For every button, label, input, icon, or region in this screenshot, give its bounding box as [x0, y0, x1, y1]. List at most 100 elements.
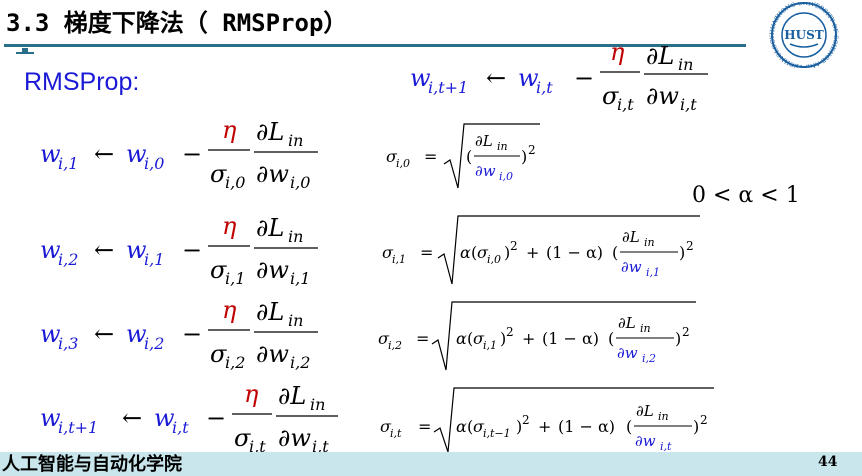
- svg-text:∂w: ∂w: [617, 344, 638, 362]
- svg-text:∂w: ∂w: [475, 162, 496, 180]
- svg-text:i,t: i,t: [312, 437, 329, 452]
- svg-text:(: (: [466, 147, 472, 166]
- svg-text:): ): [504, 243, 510, 262]
- svg-text:i,0: i,0: [144, 154, 164, 173]
- svg-text:α: α: [456, 329, 467, 348]
- svg-text:(: (: [467, 417, 473, 436]
- svg-text:∂w: ∂w: [256, 340, 289, 368]
- sigma-formula-step-t: σ i,t = α ( σ i,t−1 ) 2 + (1 − α) ( ∂L i…: [380, 387, 714, 452]
- svg-text:): ): [516, 417, 522, 436]
- svg-text:w: w: [126, 320, 147, 348]
- svg-text:∂w: ∂w: [256, 256, 289, 284]
- svg-text:2: 2: [510, 239, 518, 253]
- svg-text:w: w: [410, 64, 431, 92]
- sigma-formula-step-1: σ i,0 = ( ∂L in ∂w i,0 ) 2: [386, 123, 540, 189]
- svg-text:∂L: ∂L: [278, 382, 306, 410]
- svg-text:+: +: [522, 329, 535, 348]
- svg-text:i,0: i,0: [290, 173, 310, 192]
- svg-text:i,t+1: i,t+1: [58, 418, 98, 437]
- svg-text:i,2: i,2: [642, 352, 656, 365]
- svg-text:in: in: [288, 311, 303, 330]
- svg-text:i,2: i,2: [225, 353, 245, 372]
- svg-text:i,t: i,t: [617, 95, 634, 114]
- update-formula-step-2: w i,2 ← w i,1 − η σ i,1 ∂L in ∂w i,1: [40, 212, 318, 288]
- svg-text:σ: σ: [602, 82, 619, 110]
- svg-text:=: =: [418, 417, 431, 436]
- svg-text:i,2: i,2: [388, 339, 402, 352]
- svg-text:): ): [521, 147, 527, 166]
- svg-text:2: 2: [522, 413, 530, 427]
- general-update-formula: w i,t+1 ← w i,t − η σ i,t ∂L in ∂w i,t: [410, 38, 708, 114]
- svg-text:i,t: i,t: [680, 95, 697, 114]
- svg-text:←: ←: [486, 64, 506, 92]
- svg-text:σ: σ: [234, 424, 251, 452]
- svg-text:i,2: i,2: [290, 353, 310, 372]
- svg-text:∂L: ∂L: [256, 298, 284, 326]
- update-formula-step-1: w i,1 ← w i,0 − η σ i,0 ∂L in ∂w i,0: [40, 116, 318, 192]
- svg-text:i,1: i,1: [646, 266, 660, 279]
- svg-text:i,2: i,2: [58, 250, 78, 269]
- svg-text:∂w: ∂w: [635, 432, 656, 450]
- svg-text:σ: σ: [210, 160, 227, 188]
- svg-text:+: +: [526, 243, 539, 262]
- svg-text:∂L: ∂L: [646, 42, 674, 70]
- svg-text:=: =: [420, 243, 433, 262]
- svg-text:σ: σ: [210, 340, 227, 368]
- svg-text:w: w: [40, 404, 61, 432]
- svg-text:−: −: [182, 236, 202, 264]
- svg-text:∂w: ∂w: [256, 160, 289, 188]
- svg-text:+: +: [538, 417, 551, 436]
- svg-text:σ: σ: [386, 147, 398, 166]
- svg-text:−: −: [206, 404, 226, 432]
- svg-text:=: =: [424, 147, 437, 166]
- svg-text:): ): [500, 329, 506, 348]
- sigma-formula-step-2: σ i,1 = α ( σ i,0 ) 2 + (1 − α) ( ∂L in …: [382, 215, 700, 285]
- university-logo-icon: HUAZHONG UNIVERSITY OF SCIENCE AND TECHN…: [769, 2, 839, 68]
- svg-text:∂L: ∂L: [622, 228, 640, 246]
- update-formula-step-3: w i,3 ← w i,2 − η σ i,2 ∂L in ∂w i,2: [40, 296, 318, 372]
- sigma-formula-step-3: σ i,2 = α ( σ i,1 ) 2 + (1 − α) ( ∂L in …: [378, 301, 696, 371]
- svg-text:i,t: i,t: [390, 427, 402, 440]
- svg-text:2: 2: [528, 143, 536, 157]
- svg-text:): ): [679, 243, 685, 262]
- svg-text:←: ←: [94, 140, 114, 168]
- svg-text:(: (: [626, 417, 632, 436]
- svg-text:←: ←: [94, 236, 114, 264]
- svg-text:in: in: [658, 410, 669, 423]
- svg-text:in: in: [497, 140, 508, 153]
- footer-school-name: 人工智能与自动化学院: [2, 454, 182, 474]
- svg-text:−: −: [574, 64, 594, 92]
- svg-text:∂L: ∂L: [256, 118, 284, 146]
- svg-text:i,1: i,1: [58, 154, 78, 173]
- svg-text:i,2: i,2: [144, 334, 164, 353]
- formula-canvas: w i,t+1 ← w i,t − η σ i,t ∂L in ∂w i,t w…: [40, 38, 800, 452]
- svg-text:α: α: [456, 417, 467, 436]
- svg-text:∂L: ∂L: [636, 402, 654, 420]
- svg-text:η: η: [244, 380, 259, 408]
- svg-text:i,0: i,0: [499, 170, 513, 183]
- svg-text:η: η: [610, 38, 625, 66]
- svg-text:i,0: i,0: [396, 157, 410, 170]
- svg-text:(1 − α): (1 − α): [542, 329, 599, 348]
- svg-text:i,1: i,1: [290, 269, 310, 288]
- svg-text:i,t: i,t: [172, 418, 189, 437]
- slide-title: 3.3 梯度下降法（ RMSProp）: [6, 9, 348, 37]
- svg-text:2: 2: [682, 325, 690, 339]
- svg-text:w: w: [154, 404, 175, 432]
- svg-text:(: (: [467, 329, 473, 348]
- svg-text:in: in: [288, 227, 303, 246]
- section-label: RMSProp:: [24, 68, 140, 96]
- svg-text:−: −: [182, 320, 202, 348]
- alpha-range: 0 < α < 1: [692, 183, 800, 208]
- svg-text:i,t: i,t: [536, 78, 553, 97]
- svg-text:σ: σ: [473, 329, 485, 348]
- svg-text:in: in: [644, 236, 655, 249]
- svg-text:i,t: i,t: [249, 437, 266, 452]
- svg-text:∂L: ∂L: [475, 132, 493, 150]
- svg-text:σ: σ: [378, 329, 390, 348]
- svg-text:i,0: i,0: [225, 173, 245, 192]
- svg-text:η: η: [222, 116, 237, 144]
- svg-text:): ): [675, 329, 681, 348]
- svg-text:i,t+1: i,t+1: [428, 78, 468, 97]
- svg-text:∂L: ∂L: [256, 214, 284, 242]
